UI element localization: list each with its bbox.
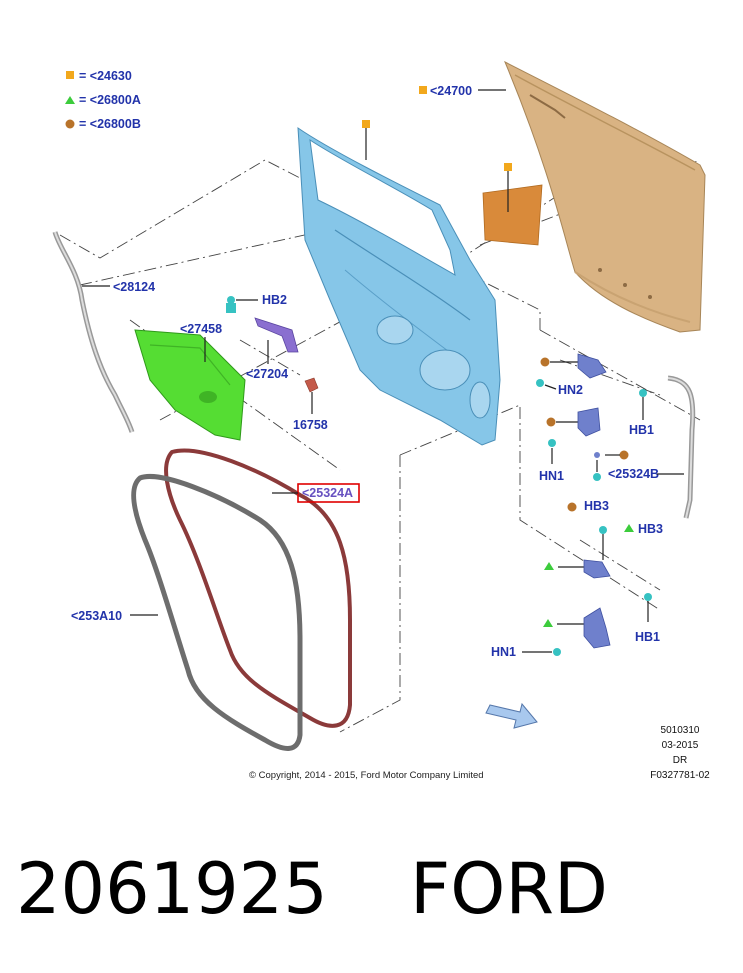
brand-name: FORD [410, 848, 608, 930]
triangle-icon [624, 524, 634, 532]
label-24700: <24700 [430, 84, 472, 98]
direction-arrow-icon [485, 702, 538, 729]
outer-door-panel [504, 60, 706, 333]
bolt-icon [644, 593, 652, 601]
weatherstrip [52, 231, 135, 433]
label-253a10: <253A10 [71, 609, 122, 623]
bolt-icon [548, 439, 556, 447]
square-icon [362, 120, 370, 128]
part-number: 2061925 [16, 848, 328, 930]
sound-pad [482, 184, 543, 246]
label-hb1-lower: HB1 [635, 630, 660, 644]
label-hn2-upper: HN2 [558, 383, 583, 397]
legend-item-26800a: = <26800A [79, 93, 141, 107]
bolt-icon [536, 379, 544, 387]
circle-icon [540, 357, 550, 367]
bolt-icon [599, 526, 607, 534]
label-hb3-upper: HB3 [584, 499, 609, 513]
legend-item-26800b: = <26800B [79, 117, 141, 131]
ref-line-2: 03-2015 [662, 740, 699, 751]
label-hn1-lower: HN1 [491, 645, 516, 659]
label-28124: <28124 [113, 280, 155, 294]
legend: = <24630 = <26800A = <26800B [65, 69, 141, 131]
bolt-icon [639, 389, 647, 397]
circle-icon [567, 502, 577, 512]
hinge-group: HN2 HB1 HN1 <25324B HB3 HB3 HB1 [491, 353, 696, 659]
bolt-icon [227, 296, 235, 304]
circle-icon [546, 417, 556, 427]
label-hb3-lower: HB3 [638, 522, 663, 536]
triangle-icon [544, 562, 554, 570]
square-icon [419, 86, 427, 94]
circle-icon [65, 119, 75, 129]
door-seal-inner [131, 474, 303, 751]
label-16758: 16758 [293, 418, 328, 432]
triangle-icon [543, 619, 553, 627]
label-27204: <27204 [246, 367, 288, 381]
square-icon [504, 163, 512, 171]
bolt-icon [593, 473, 601, 481]
copyright: © Copyright, 2014 - 2015, Ford Motor Com… [249, 770, 484, 781]
label-25324b: <25324B [608, 467, 659, 481]
label-hb1-upper: HB1 [629, 423, 654, 437]
inner-door-frame [297, 127, 501, 446]
bolt-icon [553, 648, 561, 656]
ref-line-1: 5010310 [661, 725, 700, 736]
trim-panel [134, 329, 246, 441]
check-arm-bracket [254, 317, 299, 353]
square-icon [66, 71, 74, 79]
label-25324a[interactable]: <25324A [302, 486, 353, 500]
triangle-icon [65, 96, 75, 104]
legend-item-24630: = <24630 [79, 69, 132, 83]
bumper-stop [304, 377, 319, 393]
circle-icon [619, 450, 629, 460]
part-footer: 2061925 FORD [16, 848, 736, 938]
label-hb2: HB2 [262, 293, 287, 307]
ref-line-4: F0327781-02 [650, 770, 710, 781]
label-hn1-upper: HN1 [539, 469, 564, 483]
door-seal-outer [164, 448, 352, 728]
label-27458: <27458 [180, 322, 222, 336]
ref-line-3: DR [673, 755, 687, 766]
